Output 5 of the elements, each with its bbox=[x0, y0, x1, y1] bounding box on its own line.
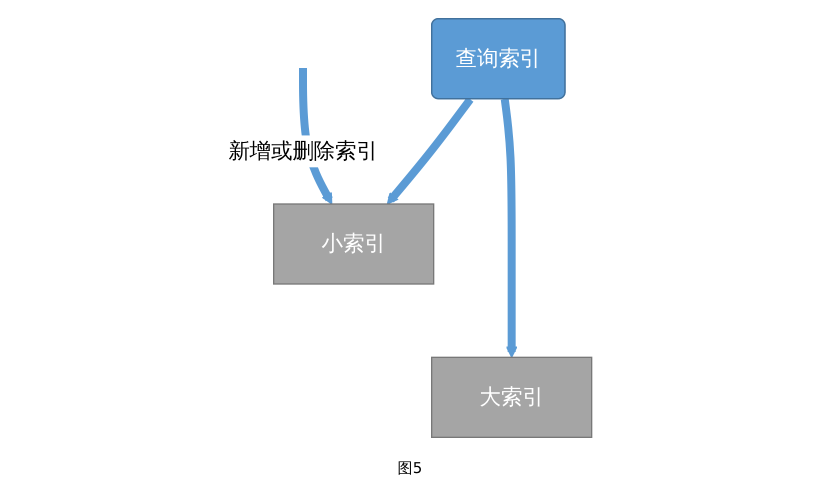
flowchart: 新增或删除索引 查询索引 小索引 大索引 bbox=[10, 8, 810, 448]
figure-caption: 图5 bbox=[398, 459, 422, 477]
node-box bbox=[273, 203, 434, 285]
arrow bbox=[500, 98, 518, 358]
node-box bbox=[431, 356, 592, 438]
